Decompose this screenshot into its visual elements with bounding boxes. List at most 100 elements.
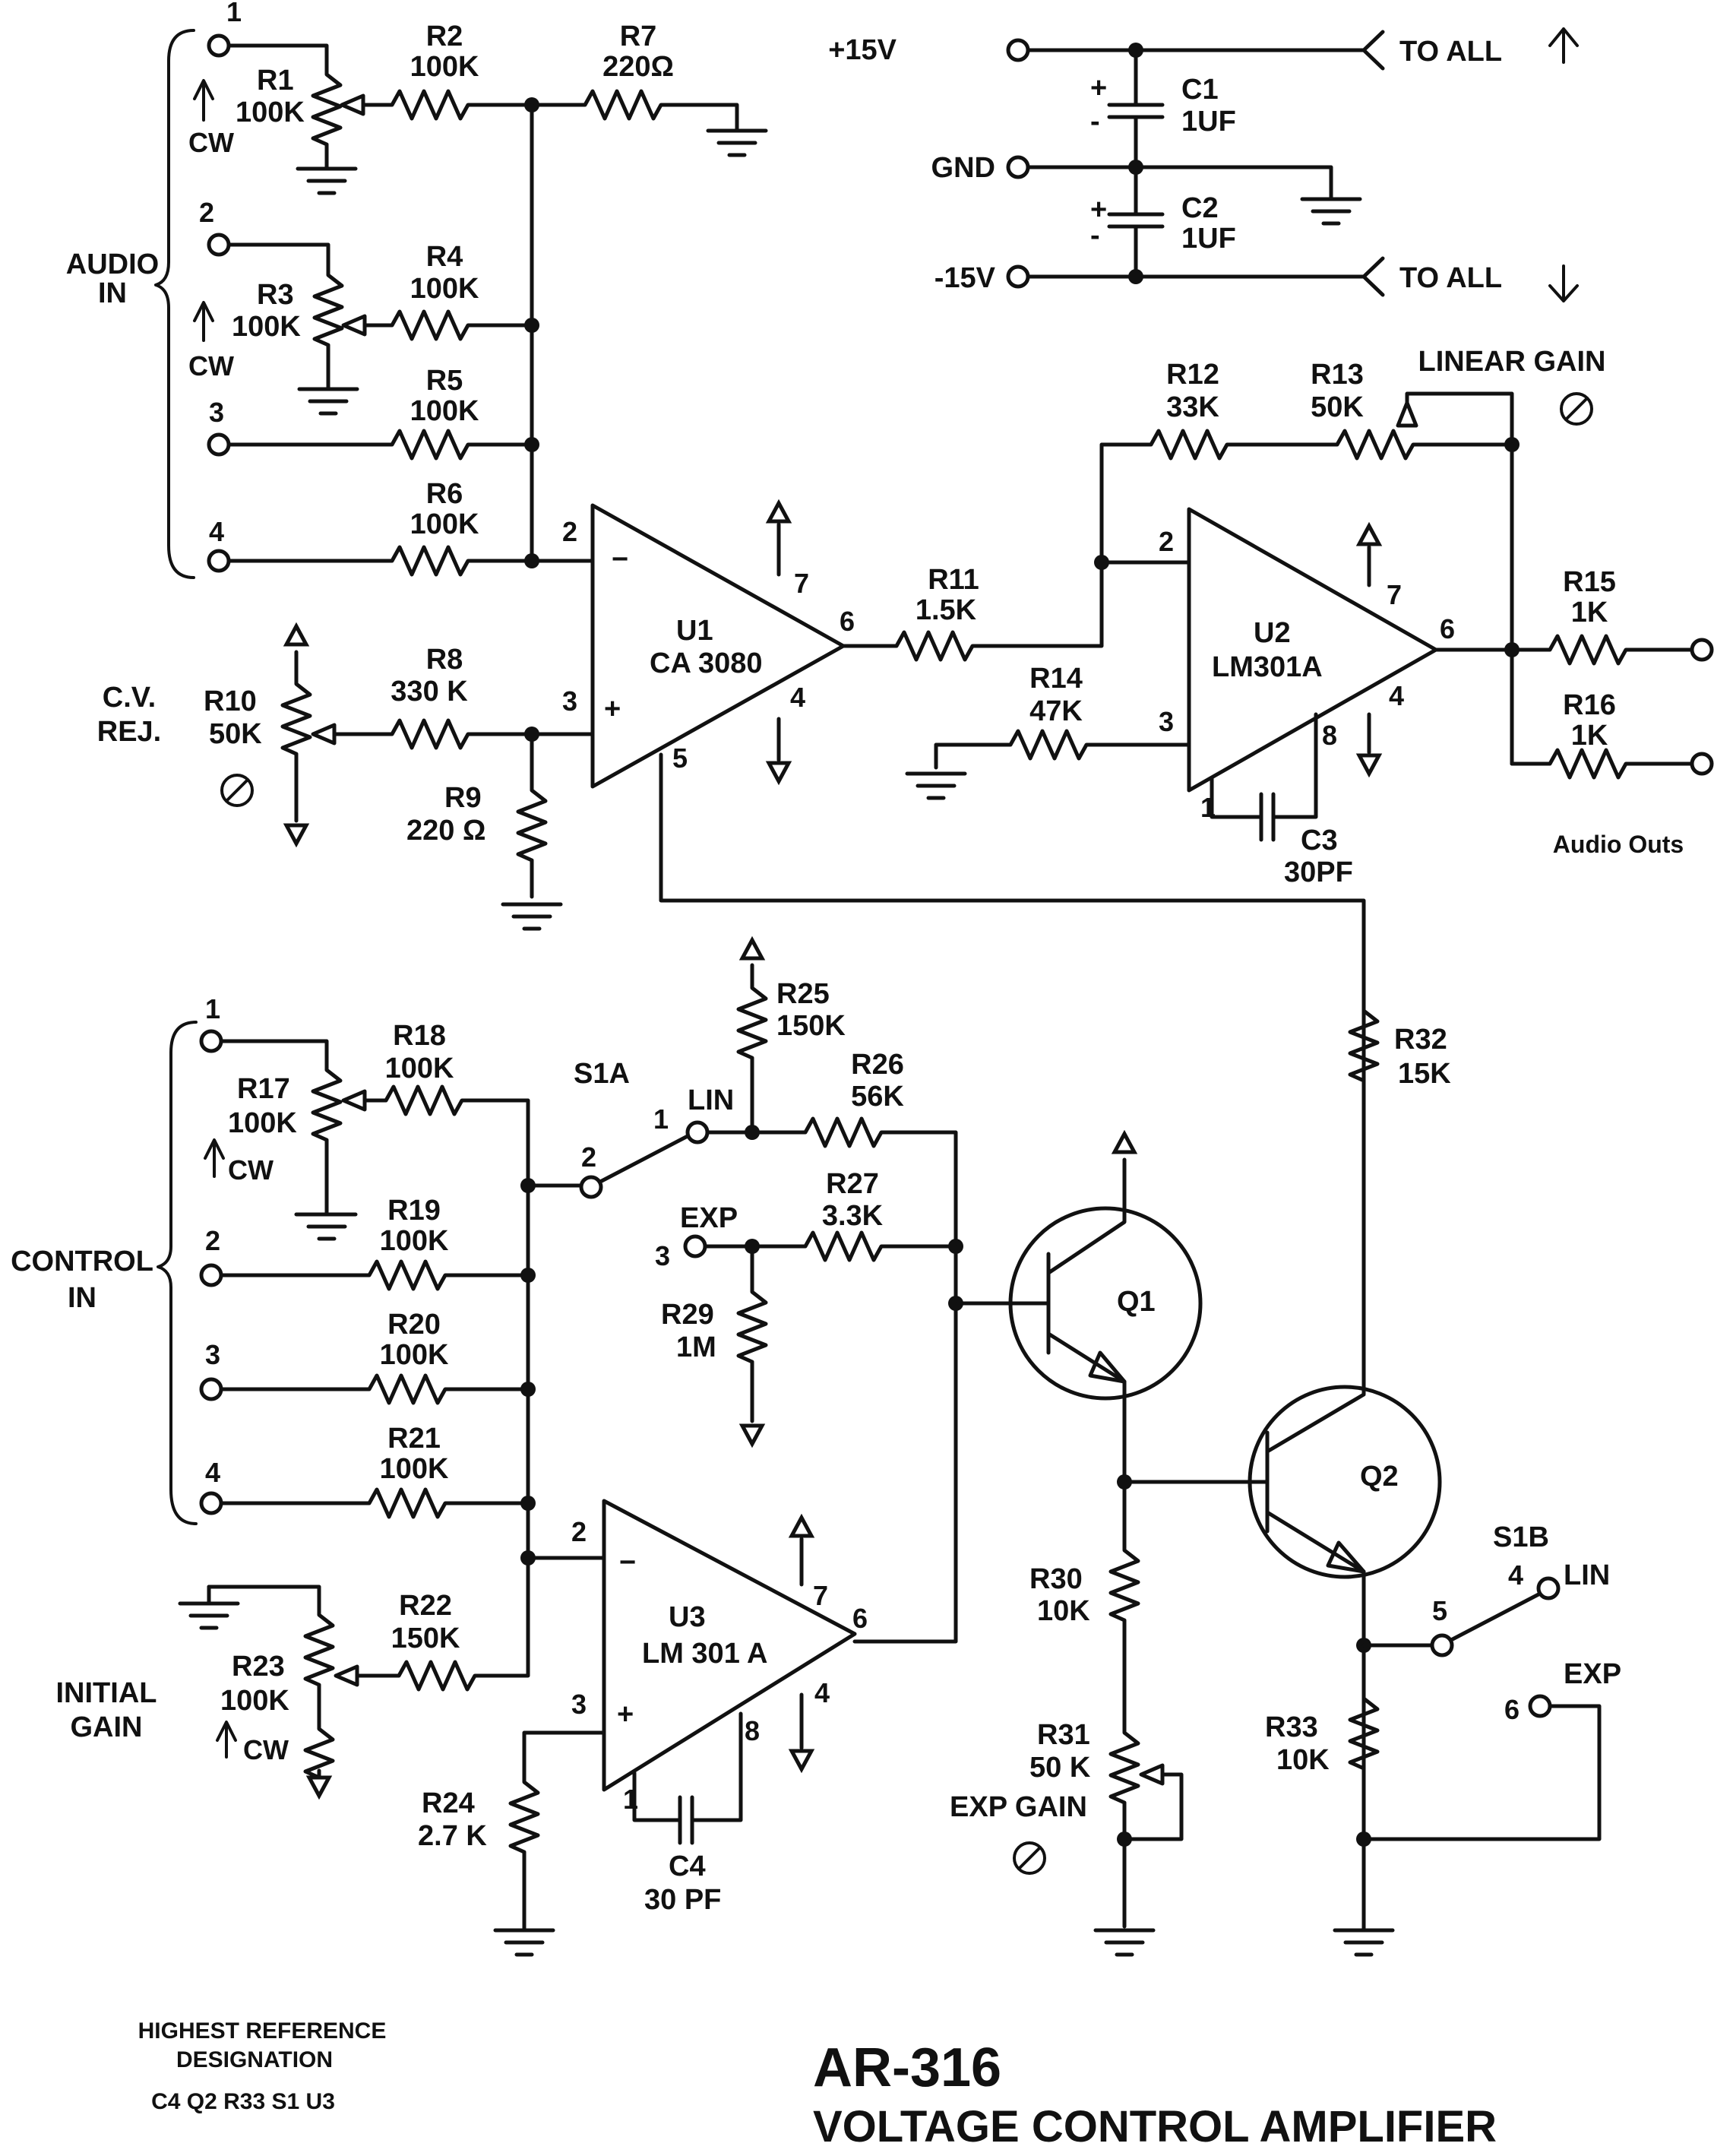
r17-value: 100K (228, 1107, 297, 1139)
r6-name: R6 (426, 478, 463, 510)
r12-name: R12 (1166, 359, 1219, 391)
svg-text:+: + (1090, 72, 1107, 104)
switch-s1a: S1A 2 1 LIN 3 EXP (526, 1058, 738, 1271)
audio-in-label-2: IN (98, 277, 127, 309)
r3-value: 100K (232, 311, 301, 343)
svg-text:8: 8 (745, 1715, 760, 1746)
r33-name: R33 (1265, 1711, 1318, 1743)
r1-value: 100K (236, 97, 305, 128)
r10-name: R10 (204, 685, 257, 717)
r20-name: R20 (387, 1309, 441, 1341)
r10-value: 50K (209, 718, 262, 750)
svg-text:2: 2 (205, 1225, 220, 1256)
svg-text:7: 7 (813, 1580, 828, 1611)
r29-value: 1M (676, 1331, 716, 1363)
r22-name: R22 (399, 1590, 452, 1622)
r32-value: 15K (1398, 1058, 1451, 1090)
u3-part: LM 301 A (642, 1638, 767, 1670)
svg-text:CW: CW (188, 350, 234, 381)
r17-name: R17 (237, 1073, 290, 1105)
svg-text:8: 8 (1322, 720, 1337, 751)
control-input-section: CONTROL IN 1 CW R17 100K R18 100K 2 R19 … (11, 993, 536, 1663)
svg-text:-: - (1090, 106, 1100, 138)
r29-name: R29 (661, 1299, 714, 1331)
gnd-terminal (1006, 155, 1030, 179)
svg-text:6: 6 (852, 1603, 868, 1634)
linear-gain-trimmer-icon (1560, 392, 1593, 426)
svg-text:2: 2 (581, 1141, 596, 1173)
r19-value: 100K (380, 1225, 449, 1257)
u3-name: U3 (669, 1601, 706, 1633)
r1-name: R1 (257, 65, 294, 97)
s1b-pin5 (1430, 1633, 1454, 1657)
r18-name: R18 (393, 1020, 446, 1052)
r15-name: R15 (1563, 566, 1616, 598)
svg-text:7: 7 (1387, 579, 1402, 610)
r11-value: 1.5K (916, 594, 977, 626)
svg-text:5: 5 (1432, 1595, 1447, 1626)
svg-text:7: 7 (794, 568, 809, 599)
r24-value: 2.7 K (418, 1820, 487, 1852)
audio-out-jack-1 (1690, 638, 1714, 662)
r23-name: R23 (232, 1651, 285, 1683)
r3-name: R3 (257, 279, 294, 311)
svg-text:+: + (617, 1699, 634, 1730)
r14-value: 47K (1029, 695, 1083, 727)
power-supply: +15V TO ALL GND -15V TO ALL + - C1 1UF +… (828, 27, 1579, 302)
ref-line-1: HIGHEST REFERENCE (138, 2018, 387, 2044)
r9-value: 220 Ω (406, 815, 485, 847)
s1a-exp-label: EXP (680, 1202, 738, 1234)
svg-text:3: 3 (562, 685, 577, 717)
r26-name: R26 (851, 1049, 904, 1081)
u1-part: CA 3080 (650, 647, 763, 679)
neg15-terminal (1006, 264, 1030, 289)
r11-name: R11 (928, 564, 979, 596)
svg-text:−: − (612, 543, 628, 575)
r31-name: R31 (1037, 1719, 1090, 1751)
c1-name: C1 (1181, 74, 1219, 106)
control-in-jack-3 (199, 1377, 223, 1401)
pos15-label: +15V (828, 34, 897, 66)
s1a-name: S1A (574, 1058, 630, 1090)
r32-name: R32 (1394, 1024, 1447, 1056)
svg-text:1: 1 (205, 993, 220, 1024)
control-in-jack-4 (199, 1491, 223, 1515)
c4-value: 30 PF (644, 1884, 721, 1916)
svg-text:CW: CW (228, 1154, 274, 1186)
r25-name: R25 (776, 978, 830, 1010)
svg-text:6: 6 (1504, 1694, 1520, 1725)
svg-text:3: 3 (209, 397, 224, 428)
c3-value: 30PF (1284, 856, 1353, 888)
model-title: AR-316 (813, 2037, 1001, 2098)
r7-name: R7 (620, 21, 657, 52)
r22-value: 150K (391, 1623, 460, 1654)
svg-text:6: 6 (840, 606, 855, 637)
svg-text:4: 4 (209, 516, 224, 547)
linear-gain-label: LINEAR GAIN (1418, 346, 1606, 378)
cv-rej-label-2: REJ. (97, 716, 161, 748)
reference-note: HIGHEST REFERENCE DESIGNATION C4 Q2 R33 … (138, 2018, 387, 2114)
audio-in-jack-1 (207, 33, 231, 58)
svg-text:1: 1 (226, 0, 242, 27)
expo-network: R25 150K R26 56K R27 3.3K R29 1M Q1 R30 … (661, 940, 1602, 1955)
r21-name: R21 (387, 1423, 441, 1455)
r5-value: 100K (410, 395, 479, 427)
svg-text:5: 5 (672, 742, 688, 774)
u2-output-stage: R11 1.5K R12 33K R13 50K LINEAR GAIN U2 … (659, 346, 1714, 998)
svg-text:4: 4 (205, 1457, 220, 1488)
initial-gain-label-1: INITIAL (56, 1677, 157, 1709)
s1a-pin1-lin (685, 1120, 710, 1144)
svg-text:4: 4 (790, 682, 805, 713)
audio-in-jack-4 (207, 549, 231, 573)
u1-ota: U1 CA 3080 − + 2 3 7 4 5 6 (562, 503, 855, 789)
svg-text:4: 4 (814, 1677, 830, 1708)
s1b-name: S1B (1493, 1521, 1549, 1553)
switch-s1b: S1B 5 4 LIN 6 EXP (1361, 1521, 1621, 1725)
svg-text:3: 3 (205, 1339, 220, 1370)
u3-control-amp: U3 LM 301 A − + 2 3 7 4 6 8 1 C4 30 PF R… (56, 1301, 958, 1955)
s1b-pin6-exp (1528, 1694, 1552, 1718)
neg15-label: -15V (934, 262, 996, 294)
r8-name: R8 (426, 644, 463, 676)
svg-text:3: 3 (655, 1240, 670, 1271)
control-in-jack-1 (199, 1029, 223, 1053)
